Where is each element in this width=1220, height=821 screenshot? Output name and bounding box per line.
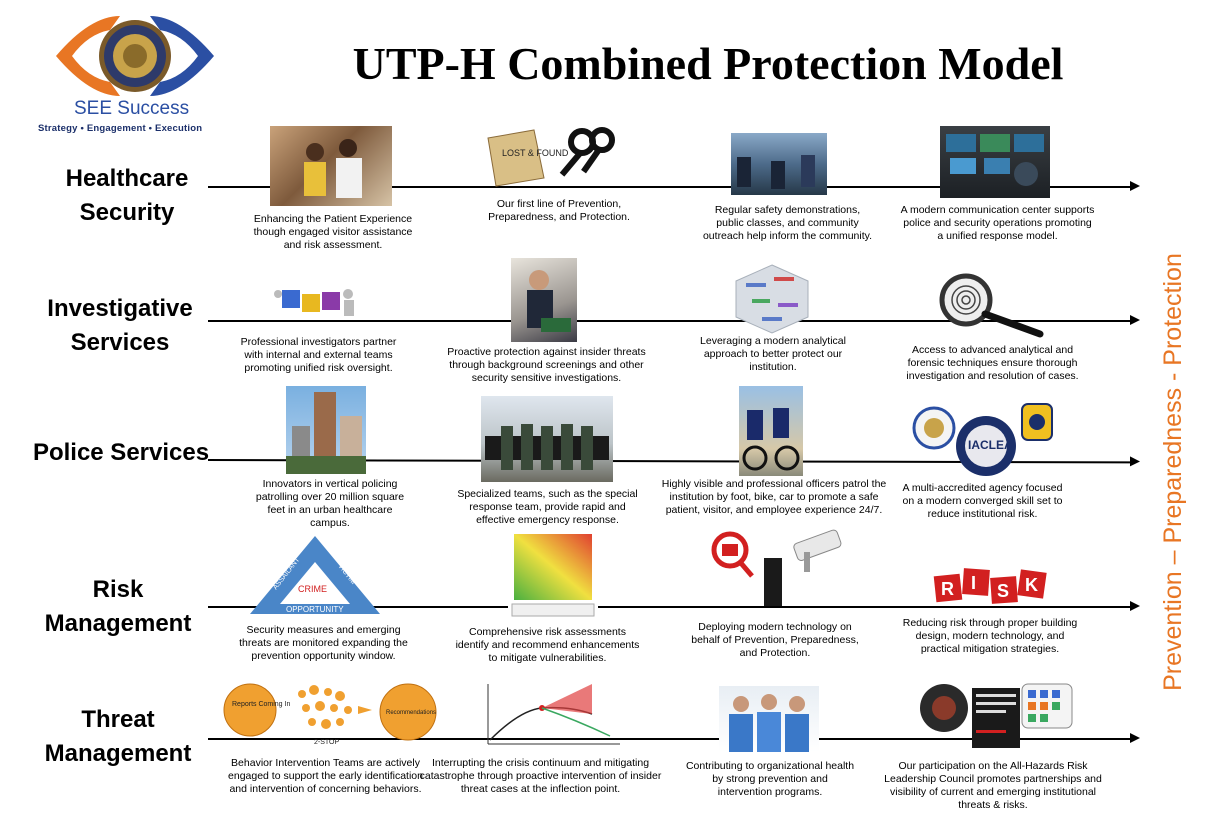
eye-seal-icon xyxy=(56,16,214,96)
caption-risk-1: Security measures and emerging threats a… xyxy=(239,624,408,662)
image-risk-blocks: R I S K xyxy=(931,565,1051,607)
caption-healthcare-2: Our first line of Prevention, Preparedne… xyxy=(488,198,630,223)
row-axis-risk xyxy=(208,602,1140,610)
photo-bike-patrol xyxy=(739,386,803,476)
caption-threat-1: Behavior Intervention Teams are actively… xyxy=(228,757,423,795)
logo-name: SEE Success xyxy=(74,98,190,119)
image-crime-triangle: CRIME OPPORTUNITY ASSAILANT VICTIM xyxy=(246,532,384,616)
image-bit-process: Reports Coming In Recommendations 2-STOP xyxy=(222,682,442,748)
photo-visitor-assistance xyxy=(270,126,392,206)
bit-reports-label: Reports Coming In xyxy=(232,701,290,708)
row-axis-investigative xyxy=(208,316,1140,324)
photo-communication-center xyxy=(940,126,1050,198)
photo-lost-and-found: LOST & FOUND xyxy=(484,122,624,188)
row-label-healthcare: Healthcare Security xyxy=(65,165,189,226)
lost-found-label: LOST & FOUND xyxy=(502,148,569,158)
photo-fingerprint-screening xyxy=(511,258,577,342)
photo-urban-campus xyxy=(286,386,366,474)
caption-risk-4: Reducing risk through proper building de… xyxy=(902,617,1078,655)
image-risk-matrix xyxy=(508,532,598,618)
caption-police-3: Highly visible and professional officers… xyxy=(661,478,887,516)
logo-tagline: Strategy • Engagement • Execution xyxy=(38,123,203,134)
caption-threat-3: Contributing to organizational health by… xyxy=(685,760,855,798)
caption-threat-4: Our participation on the All-Hazards Ris… xyxy=(884,760,1102,811)
iaclea-badge-text: IACLEA xyxy=(968,438,1013,452)
caption-risk-3: Deploying modern technology on behalf of… xyxy=(691,621,859,659)
row-axis-threat xyxy=(208,734,1140,742)
photo-special-response-team xyxy=(481,396,613,482)
caption-healthcare-4: A modern communication center supports p… xyxy=(900,204,1095,242)
row-label-police: Police Services xyxy=(32,439,210,466)
risk-letter-r: R xyxy=(941,579,954,599)
row-label-investigative: Investigative Services xyxy=(47,295,193,356)
caption-investigative-4: Access to advanced analytical and forens… xyxy=(906,344,1079,382)
row-label-risk: Risk Management xyxy=(44,576,192,637)
caption-investigative-3: Leveraging a modern analytical approach … xyxy=(700,335,846,373)
caption-healthcare-1: Enhancing the Patient Experience though … xyxy=(253,213,413,251)
security-camera-icon xyxy=(711,529,842,606)
caption-risk-2: Comprehensive risk assessments identify … xyxy=(455,626,640,664)
image-analytics-cube xyxy=(732,263,812,335)
image-crisis-continuum-chart xyxy=(480,680,625,750)
risk-letter-i: I xyxy=(971,573,976,593)
image-security-technology xyxy=(708,528,848,608)
image-accreditation-badges: IACLEA xyxy=(912,400,1062,478)
photo-safety-demonstrations xyxy=(731,133,827,195)
see-success-logo: SEE Success Strategy • Engagement • Exec… xyxy=(38,10,220,136)
caption-healthcare-3: Regular safety demonstrations, public cl… xyxy=(702,204,873,242)
risk-letter-s: S xyxy=(997,581,1009,601)
caption-police-2: Specialized teams, such as the special r… xyxy=(457,488,638,526)
image-puzzle-people xyxy=(272,280,364,322)
row-label-threat: Threat Management xyxy=(44,706,192,767)
caption-investigative-1: Professional investigators partner with … xyxy=(240,336,397,374)
row-axis-healthcare xyxy=(208,182,1140,190)
caption-investigative-2: Proactive protection against insider thr… xyxy=(447,346,646,384)
crime-label: CRIME xyxy=(298,584,327,594)
caption-police-4: A multi-accredited agency focused on a m… xyxy=(902,482,1063,520)
magnifier-icon xyxy=(939,273,1044,338)
bit-recommendations-label: Recommendations xyxy=(386,710,436,716)
bit-stop-label: 2-STOP xyxy=(314,739,339,746)
page-title: UTP-H Combined Protection Model xyxy=(352,38,1064,89)
risk-letter-k: K xyxy=(1025,575,1038,595)
image-magnifier-fingerprint xyxy=(930,270,1050,338)
caption-threat-2: Interrupting the crisis continuum and mi… xyxy=(419,757,662,795)
opportunity-label: OPPORTUNITY xyxy=(286,605,344,614)
caption-police-1: Innovators in vertical policing patrolli… xyxy=(255,478,405,529)
side-label: Prevention – Preparedness - Protection xyxy=(1159,253,1187,691)
image-all-hazards-council xyxy=(918,682,1076,752)
photo-healthcare-staff xyxy=(719,686,819,752)
